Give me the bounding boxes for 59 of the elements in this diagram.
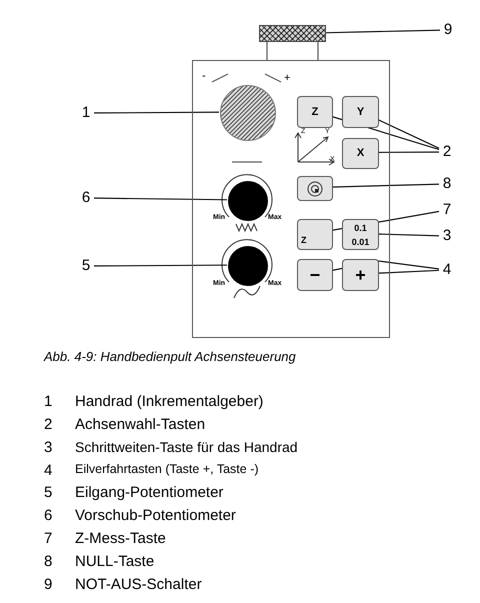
item-description: Vorschub-Potentiometer (75, 507, 236, 524)
key (342, 96, 379, 128)
key (297, 259, 333, 291)
key-label: Y (356, 106, 364, 118)
handwheel-minus-sign: - (202, 70, 206, 83)
item-number: 9 (44, 576, 52, 593)
leader-line (378, 119, 440, 149)
item-number: 2 (44, 416, 52, 433)
item-description: Eilgang-Potentiometer (75, 484, 224, 501)
zero-key (297, 176, 333, 201)
callout-number: 7 (439, 201, 455, 219)
leader-line (94, 264, 227, 266)
item-number: 7 (44, 530, 52, 547)
item-description: Eilverfahrtasten (Taste +, Taste -) (75, 462, 259, 476)
callout-number: 4 (439, 261, 455, 279)
leader-line (94, 112, 219, 114)
handwheel-plus-sign: + (284, 72, 290, 85)
key (297, 96, 333, 128)
item-number: 4 (44, 462, 52, 479)
key-label: 0.01 (352, 236, 370, 248)
leader-line (326, 30, 440, 34)
step-key (342, 219, 379, 250)
leader-line (94, 198, 227, 200)
key-label: Z (301, 234, 306, 247)
item-description: Z-Mess-Taste (75, 530, 166, 547)
key-label: 0.1 (354, 222, 367, 234)
emergency-stop-button (259, 25, 326, 42)
callout-number: 1 (78, 104, 94, 122)
figure-caption: Abb. 4-9: Handbedienpult Achsensteuerung (44, 349, 296, 364)
item-number: 6 (44, 507, 52, 524)
control-panel (192, 60, 390, 338)
leader-line (378, 270, 440, 274)
item-description: NULL-Taste (75, 553, 154, 570)
callout-number: 8 (439, 175, 455, 193)
key-label: X (356, 147, 364, 160)
item-description: Handrad (Inkrementalgeber) (75, 393, 264, 410)
item-number: 8 (44, 553, 52, 570)
callout-number: 3 (439, 227, 455, 245)
key-label: Z (312, 106, 318, 118)
item-number: 3 (44, 439, 52, 456)
item-description: NOT-AUS-Schalter (75, 576, 202, 593)
key-label: + (355, 268, 366, 282)
item-number: 5 (44, 484, 52, 501)
callout-number: 9 (440, 21, 456, 39)
potentiometer-knob (228, 246, 268, 286)
key (342, 259, 379, 291)
key (297, 219, 333, 250)
callout-number: 5 (78, 257, 94, 275)
potentiometer-knob (228, 181, 268, 221)
leader-line (332, 184, 440, 188)
leader-line (378, 152, 439, 153)
item-description: Schrittweiten-Taste für das Handrad (75, 439, 298, 455)
key-label: − (310, 268, 320, 282)
item-number: 1 (44, 393, 52, 410)
key (342, 138, 379, 169)
callout-number: 2 (439, 143, 455, 161)
item-description: Achsenwahl-Tasten (75, 416, 206, 433)
callout-number: 6 (78, 189, 94, 207)
leader-line (378, 233, 440, 236)
